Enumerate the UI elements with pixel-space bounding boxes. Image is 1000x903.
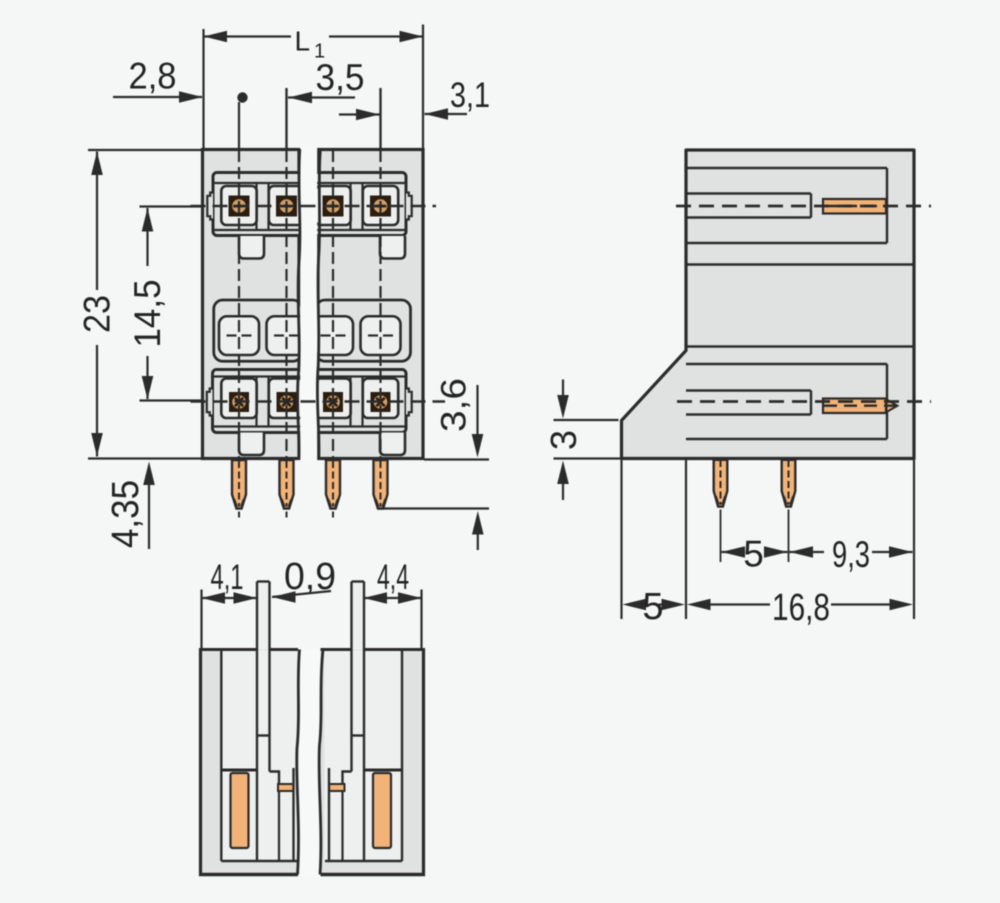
svg-text:4,4: 4,4 (377, 558, 409, 597)
svg-text:3,5: 3,5 (316, 57, 365, 98)
svg-text:L: L (295, 26, 311, 57)
svg-text:3,1: 3,1 (450, 76, 490, 115)
svg-text:2,8: 2,8 (129, 56, 177, 97)
svg-text:3: 3 (543, 430, 584, 450)
svg-text:5: 5 (642, 586, 663, 628)
svg-text:1: 1 (314, 41, 325, 63)
svg-text:4,35: 4,35 (105, 480, 147, 548)
svg-text:23: 23 (77, 295, 118, 333)
svg-text:16,8: 16,8 (772, 587, 830, 629)
svg-text:9,3: 9,3 (832, 534, 870, 575)
svg-text:5: 5 (743, 534, 764, 575)
svg-text:3,6: 3,6 (435, 378, 474, 432)
svg-text:4,1: 4,1 (211, 558, 244, 597)
svg-text:14,5: 14,5 (127, 280, 168, 348)
